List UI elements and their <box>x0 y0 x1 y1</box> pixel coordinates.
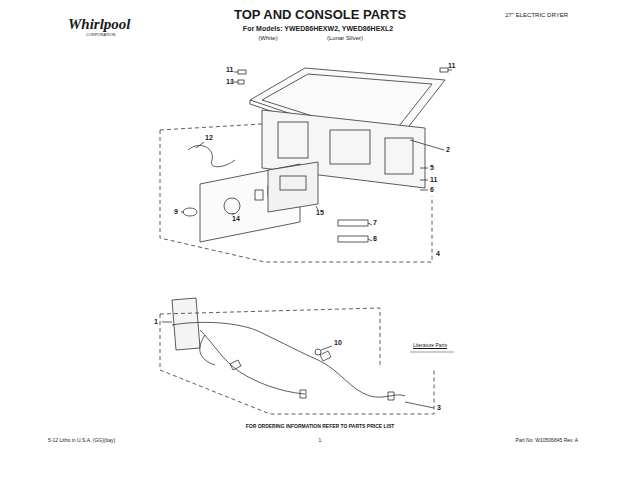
board-detail <box>280 176 306 190</box>
callout-number: 5 <box>430 164 434 172</box>
wire-harness <box>200 330 305 394</box>
knob-clip <box>183 208 197 216</box>
knob <box>224 198 240 214</box>
part-number: Part No. W10506845 Rev. A <box>516 438 578 444</box>
clip <box>315 349 321 355</box>
callout-number: 9 <box>174 208 178 216</box>
callout-number: 4 <box>436 250 440 258</box>
console-opening <box>330 130 370 164</box>
page-title: TOP AND CONSOLE PARTS <box>234 8 406 22</box>
trim-strip <box>338 220 368 226</box>
page-number: 1 <box>319 438 322 444</box>
callout-number: 11 <box>448 62 455 70</box>
callout-number: 8 <box>373 235 377 243</box>
screw <box>440 68 448 72</box>
trim-strip <box>338 236 368 242</box>
callout-number: 14 <box>232 215 240 223</box>
callout-number: 13 <box>226 78 234 86</box>
model-list: For Models: YWED86HEXW2, YWED86HEXL2 <box>243 25 393 33</box>
console-opening <box>385 138 413 174</box>
wire-harness <box>200 335 215 365</box>
screw <box>238 70 246 74</box>
callout-number: 3 <box>437 404 441 412</box>
wire <box>188 145 235 166</box>
model-color: (White) <box>258 35 277 42</box>
clip <box>238 80 244 84</box>
wire-harness <box>172 322 405 397</box>
console-opening <box>278 122 308 158</box>
logo-text: Whirlpool <box>68 16 131 33</box>
connector <box>320 351 331 361</box>
console-board <box>268 162 318 212</box>
connector <box>230 360 241 370</box>
group-outline <box>160 314 434 414</box>
callout-number: 10 <box>334 339 342 347</box>
footer-print: 5-12 Litho in U.S.A. (GG)(bay) <box>48 438 115 444</box>
callout-number: 15 <box>316 209 324 217</box>
callout-number: 11 <box>430 176 437 184</box>
group-outline <box>160 308 380 368</box>
group-outline <box>160 124 262 130</box>
model-color: (Lunar Silver) <box>327 35 363 42</box>
callout-number: 11 <box>226 66 233 74</box>
callout-number: 1 <box>154 318 158 326</box>
connector <box>388 392 394 400</box>
product-type: 27" ELECTRIC DRYER <box>505 12 568 19</box>
callout-number: 7 <box>373 219 377 227</box>
callout-number: 6 <box>430 186 434 194</box>
footer-note: FOR ORDERING INFORMATION REFER TO PARTS … <box>246 424 395 430</box>
callout-number: 12 <box>205 134 213 142</box>
display <box>255 190 263 200</box>
callout-number: 2 <box>446 146 450 154</box>
literature-label: Literature Parts <box>413 343 447 349</box>
logo-subtext: CORPORATION <box>86 33 115 37</box>
group-outline <box>160 130 432 262</box>
connector <box>300 390 306 398</box>
